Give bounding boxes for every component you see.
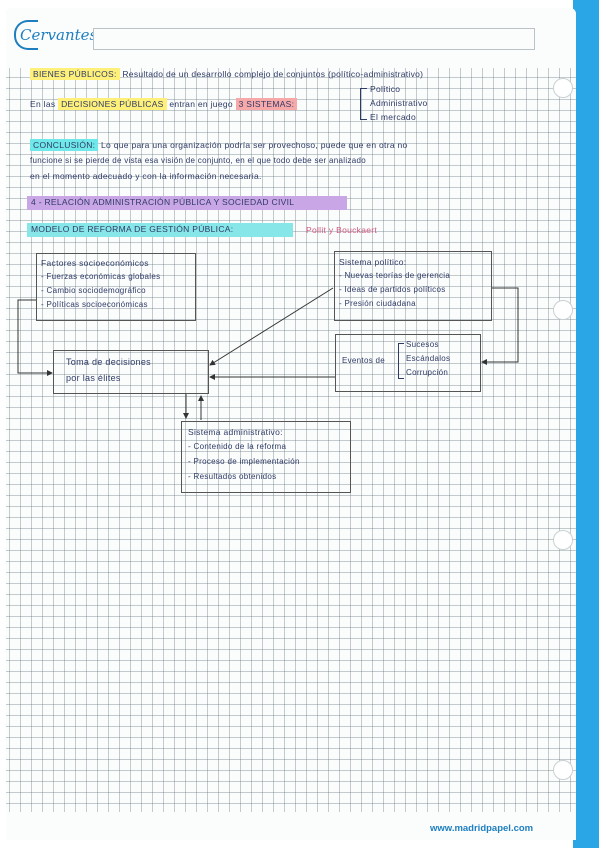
factores-item: - Fuerzas económicas globales [41, 272, 161, 281]
eventos-box: Eventos de Sucesos Escándalos Corrupción [335, 334, 481, 392]
eventos-item: Sucesos [406, 340, 439, 349]
modelo-highlight [27, 223, 293, 237]
factores-box: Factores socioeconómicos - Fuerzas econó… [36, 253, 196, 321]
sistema-item: Político [370, 84, 401, 94]
decisiones-prefix: En las [30, 99, 56, 109]
sistema-politico-box: Sistema político: - Nuevas teorías de ge… [334, 251, 492, 321]
page-edge-stripe [573, 0, 599, 848]
sistema-item: Administrativo [370, 98, 428, 108]
binder-hole [553, 78, 573, 98]
sistema-politico-item: - Nuevas teorías de gerencia [339, 271, 451, 280]
modelo-authors: Pollit y Bouckaert [306, 225, 378, 235]
modelo-label: MODELO DE REFORMA DE GESTIÓN PÚBLICA: [31, 224, 234, 234]
factores-item: - Políticas socioeconómicas [41, 300, 148, 309]
conclusion-text-3: en el momento adecuado y con la informac… [30, 171, 262, 181]
decisiones-highlight: DECISIONES PÚBLICAS [58, 98, 167, 110]
sistemas-bracket [360, 88, 367, 120]
sheet-footer [6, 812, 576, 840]
grid-sheet [6, 8, 576, 840]
factores-title: Factores socioeconómicos [41, 258, 149, 268]
decisiones-line: En las DECISIONES PÚBLICAS entran en jue… [30, 98, 298, 110]
toma-line-2: por las élites [66, 373, 121, 383]
sistema-administrativo-item: - Proceso de implementación [188, 457, 300, 466]
binder-hole [553, 300, 573, 320]
toma-line-1: Toma de decisiones [66, 357, 151, 367]
sistema-politico-title: Sistema político: [339, 257, 407, 267]
sistema-administrativo-item: - Contenido de la reforma [188, 442, 287, 451]
sistemas-highlight: 3 SISTEMAS: [235, 98, 298, 110]
sistema-politico-item: - Ideas de partidos políticos [339, 285, 446, 294]
sistema-administrativo-box: Sistema administrativo: - Contenido de l… [181, 421, 351, 493]
sistema-administrativo-title: Sistema administrativo: [188, 427, 283, 437]
eventos-bracket [398, 343, 404, 379]
binder-hole [553, 760, 573, 780]
sistema-administrativo-item: - Resultados obtenidos [188, 472, 277, 481]
section-highlight [27, 196, 347, 210]
factores-item: - Cambio sociodemográfico [41, 286, 146, 295]
conclusion-line-1: CONCLUSIÓN: Lo que para una organización… [30, 139, 408, 151]
eventos-item: Escándalos [406, 354, 451, 363]
conclusion-text-2: funcione si se pierde de vista esa visió… [30, 156, 366, 165]
bienes-line: BIENES PÚBLICOS: Resultado de un desarro… [30, 68, 424, 80]
decisiones-middle: entran en juego [169, 99, 233, 109]
connector-arrow [17, 299, 53, 376]
bienes-text: Resultado de un desarrollo complejo de c… [122, 69, 424, 79]
conclusion-text-1: Lo que para una organización podría ser … [101, 140, 408, 150]
eventos-label: Eventos de [342, 356, 386, 365]
footer-url: www.madridpapel.com [430, 823, 534, 834]
bienes-label: BIENES PÚBLICOS: [30, 68, 120, 80]
brand-logo-icon [14, 20, 38, 50]
binder-hole [553, 530, 573, 550]
toma-box: Toma de decisiones por las élites [53, 350, 209, 394]
connector-arrow [209, 287, 334, 366]
eventos-item: Corrupción [406, 368, 449, 377]
brand-logo: Cervantes [20, 26, 98, 44]
title-field [93, 28, 535, 50]
section-title: 4 - RELACIÓN ADMINISTRACIÓN PÚBLICA Y SO… [31, 197, 295, 207]
sistema-item: El mercado [370, 112, 416, 122]
sistema-politico-item: - Presión ciudadana [339, 299, 416, 308]
conclusion-label: CONCLUSIÓN: [30, 139, 99, 151]
connector-arrow [481, 287, 519, 365]
